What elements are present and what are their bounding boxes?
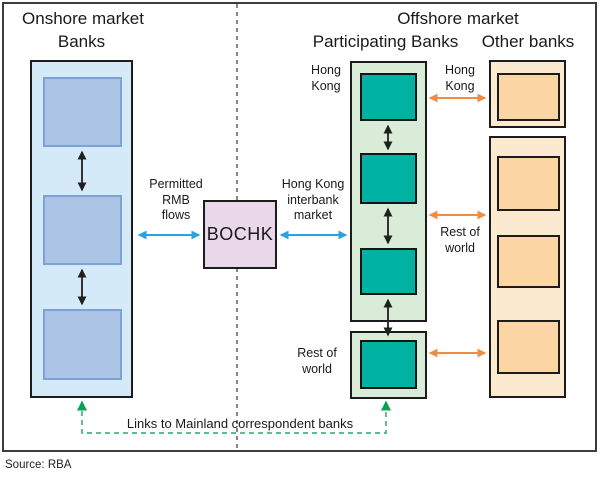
onshore-market-title: Onshore market — [22, 9, 144, 28]
rest-of-world-label-other: Rest of world — [425, 225, 495, 256]
label-line: Hong Kong — [281, 177, 345, 191]
label-line: Permitted — [149, 177, 203, 191]
label-line: interbank — [287, 192, 339, 207]
other-bank-box — [497, 235, 560, 288]
other-bank-box — [497, 156, 560, 211]
mainland-links-label: Links to Mainland correspondent banks — [126, 416, 354, 431]
participating-bank-box — [360, 340, 417, 389]
participating-bank-box — [360, 73, 417, 121]
label-line: Hong — [311, 63, 341, 77]
source-note: Source: RBA — [5, 459, 72, 471]
onshore-bank-box — [43, 309, 122, 380]
label-line: Rest of — [440, 225, 480, 239]
participating-bank-box — [360, 153, 417, 204]
label-line: world — [302, 361, 332, 376]
other-bank-box — [497, 320, 560, 374]
label-line: world — [445, 240, 475, 255]
onshore-bank-box — [43, 195, 122, 265]
offshore-market-title: Offshore market — [397, 9, 519, 28]
other-banks-title: Other banks — [481, 32, 575, 51]
rest-of-world-label-participating: Rest of world — [282, 346, 352, 377]
label-line: flows — [161, 208, 191, 222]
other-bank-box — [497, 73, 560, 121]
participating-bank-box — [360, 248, 417, 295]
bochk-label: BOCHK — [206, 224, 274, 244]
hong-kong-label-participating: Hong Kong — [300, 63, 352, 94]
onshore-bank-box — [43, 77, 122, 147]
participating-banks-title: Participating Banks — [312, 32, 459, 51]
label-line: Hong — [445, 63, 475, 77]
label-line: RMB — [162, 192, 190, 207]
label-line: market — [293, 208, 333, 222]
bochk-box: BOCHK — [203, 200, 277, 269]
label-line: Rest of — [297, 346, 337, 360]
permitted-rmb-flows-label: Permitted RMB flows — [136, 177, 216, 224]
onshore-banks-subtitle: Banks — [57, 32, 106, 51]
hk-interbank-market-label: Hong Kong interbank market — [273, 177, 353, 224]
hong-kong-label-other: Hong Kong — [434, 63, 486, 94]
label-line: Kong — [311, 78, 341, 93]
label-line: Kong — [445, 78, 475, 93]
